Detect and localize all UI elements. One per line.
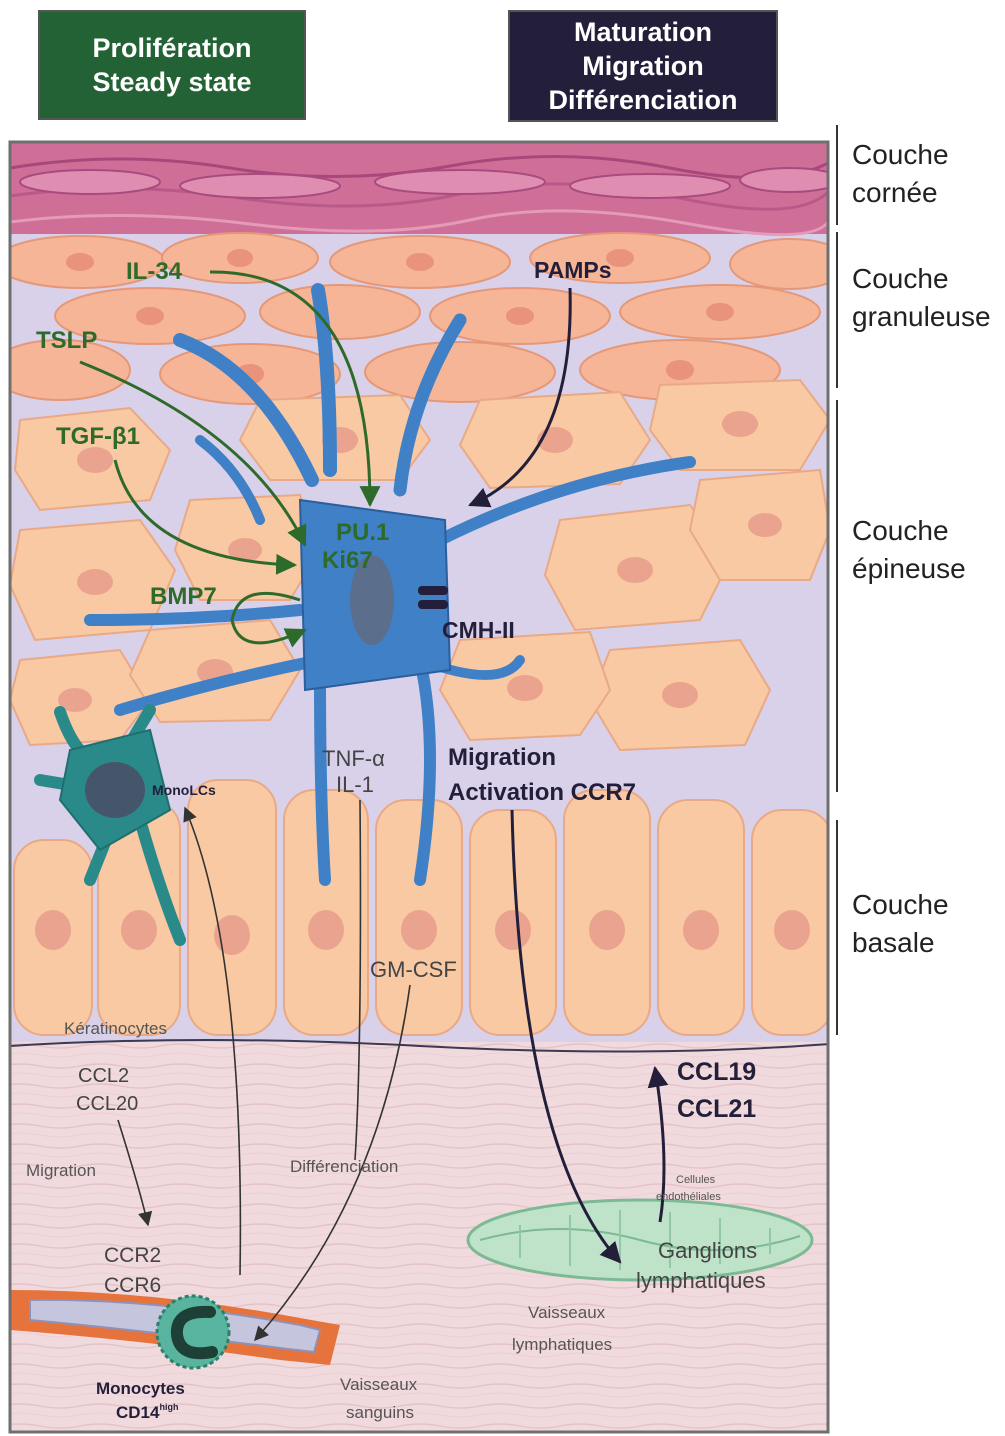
ganglions-label-2: lymphatiques <box>636 1268 766 1293</box>
pu1-label: PU.1 <box>336 519 389 546</box>
bmp7-label: BMP7 <box>150 583 217 610</box>
ccl20-label: CCL20 <box>76 1093 138 1115</box>
vaisseaux-lymph-label-2: lymphatiques <box>512 1335 612 1354</box>
layer-granuleuse: Couche granuleuse <box>852 260 991 336</box>
cellules-label-2: endothéliales <box>656 1191 721 1203</box>
cmh-label: CMH-II <box>442 617 515 643</box>
ki67-label: Ki67 <box>322 547 373 574</box>
gmcsf-label: GM-CSF <box>370 957 457 982</box>
monocyte-cell <box>157 1296 229 1368</box>
tgfb1-label: TGF-β1 <box>56 423 140 450</box>
monolcs-label: MonoLCs <box>152 782 216 798</box>
il34-label: IL-34 <box>126 258 183 285</box>
vaisseaux-sanguins-label-2: sanguins <box>346 1403 414 1422</box>
keratinocytes-label: Kératinocytes <box>64 1019 167 1038</box>
ccl19-label: CCL19 <box>677 1058 756 1086</box>
ccr6-label: CCR6 <box>104 1274 161 1297</box>
ganglions-label-1: Ganglions <box>658 1238 757 1263</box>
tslp-label: TSLP <box>36 327 97 354</box>
vaisseaux-lymph-label-1: Vaisseaux <box>528 1303 606 1322</box>
epineuse-bracket <box>836 400 838 792</box>
migration-label: Migration <box>26 1161 96 1180</box>
migration-activation-label-1: Migration <box>448 744 556 771</box>
layer-epineuse: Couche épineuse <box>852 512 966 588</box>
vaisseaux-sanguins-label-1: Vaisseaux <box>340 1375 418 1394</box>
cellules-label-1: Cellules <box>676 1174 716 1186</box>
layer-basale: Couche basale <box>852 886 949 962</box>
cornee-bracket <box>836 125 838 225</box>
migration-activation-label-2: Activation CCR7 <box>448 779 636 806</box>
granuleuse-bracket <box>836 232 838 388</box>
il1-label: IL-1 <box>336 772 374 797</box>
ccl2-label: CCL2 <box>78 1065 129 1087</box>
basale-bracket <box>836 820 838 1035</box>
monocytes-label: Monocytes <box>96 1379 185 1398</box>
layer-cornee: Couche cornée <box>852 136 949 212</box>
ccr2-label: CCR2 <box>104 1244 161 1267</box>
stratum-corneum <box>10 142 840 235</box>
differenciation-label: Différenciation <box>290 1157 398 1176</box>
tnfa-label: TNF-α <box>322 746 385 771</box>
ccl21-label: CCL21 <box>677 1095 756 1123</box>
pamps-label: PAMPs <box>534 257 612 283</box>
